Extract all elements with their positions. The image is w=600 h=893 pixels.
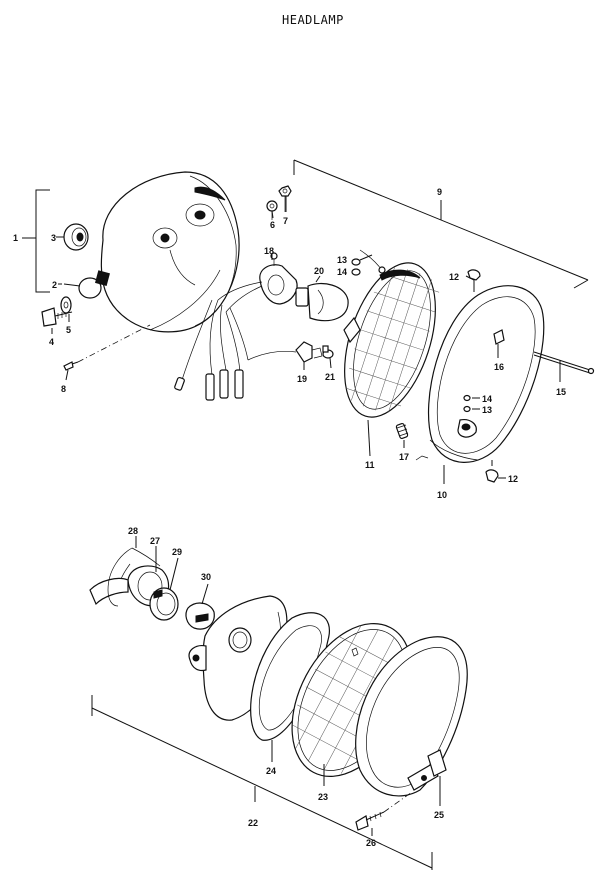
nut-14-rim [463, 394, 471, 402]
diagram-title: HEADLAMP [282, 13, 344, 27]
leader-lines [51, 196, 561, 836]
screw-13-rim [463, 405, 471, 413]
screw-13-top [351, 254, 373, 266]
part-labels: 1 3 2 4 5 8 6 7 18 20 13 14 9 12 16 15 1… [13, 187, 566, 848]
label-22: 22 [248, 818, 258, 828]
spring-17 [395, 423, 409, 439]
screw-12-top [467, 269, 481, 292]
bracket-1 [22, 189, 50, 293]
bulb-30 [185, 602, 215, 630]
bracket-22 [91, 695, 433, 870]
label-7: 7 [283, 216, 288, 226]
washer-5 [60, 296, 72, 314]
socket-27 [89, 563, 170, 607]
label-20: 20 [314, 266, 324, 276]
label-13-rim: 13 [482, 405, 492, 415]
sealed-beam-11 [343, 262, 440, 418]
label-23: 23 [318, 792, 328, 802]
label-21: 21 [325, 372, 335, 382]
grommet-3 [62, 223, 89, 251]
label-25: 25 [434, 810, 444, 820]
label-24: 24 [266, 766, 276, 776]
nut-7 [278, 185, 292, 197]
label-5: 5 [66, 325, 71, 335]
main-bulb-20 [295, 282, 349, 322]
label-6: 6 [270, 220, 275, 230]
label-18: 18 [264, 246, 274, 256]
label-14-rim: 14 [482, 394, 492, 404]
label-27: 27 [150, 536, 160, 546]
label-13-top: 13 [337, 255, 347, 265]
label-14-top: 14 [337, 267, 347, 277]
label-17: 17 [399, 452, 409, 462]
label-3: 3 [51, 233, 56, 243]
bracket-9 [293, 159, 589, 289]
screw-26 [355, 811, 385, 831]
label-28: 28 [128, 526, 138, 536]
label-12-bottom: 12 [508, 474, 518, 484]
label-2: 2 [52, 280, 57, 290]
washer-6 [266, 200, 278, 212]
bolt-4 [41, 307, 73, 327]
nut-14-top [351, 268, 361, 276]
pilot-bulb-21 [322, 345, 334, 359]
screw-8 [63, 361, 79, 371]
label-8: 8 [61, 384, 66, 394]
adjusting-screw-15 [533, 351, 595, 375]
bulb-holder-29 [149, 587, 179, 621]
headlamp-shell [100, 171, 240, 333]
rim-10 [427, 285, 545, 463]
label-19: 19 [297, 374, 307, 384]
retainer-spring-28 [107, 547, 161, 607]
label-1: 1 [13, 233, 18, 243]
screw-12-bottom [485, 460, 499, 483]
label-12-top: 12 [449, 272, 459, 282]
pilot-socket-19 [247, 341, 323, 363]
label-9: 9 [437, 187, 442, 197]
label-10: 10 [437, 490, 447, 500]
label-29: 29 [172, 547, 182, 557]
label-15: 15 [556, 387, 566, 397]
label-26: 26 [366, 838, 376, 848]
label-16: 16 [494, 362, 504, 372]
label-4: 4 [49, 337, 54, 347]
label-11: 11 [365, 460, 375, 470]
grommet-2 [63, 270, 110, 299]
label-30: 30 [201, 572, 211, 582]
outer-rim-25 [355, 636, 468, 797]
